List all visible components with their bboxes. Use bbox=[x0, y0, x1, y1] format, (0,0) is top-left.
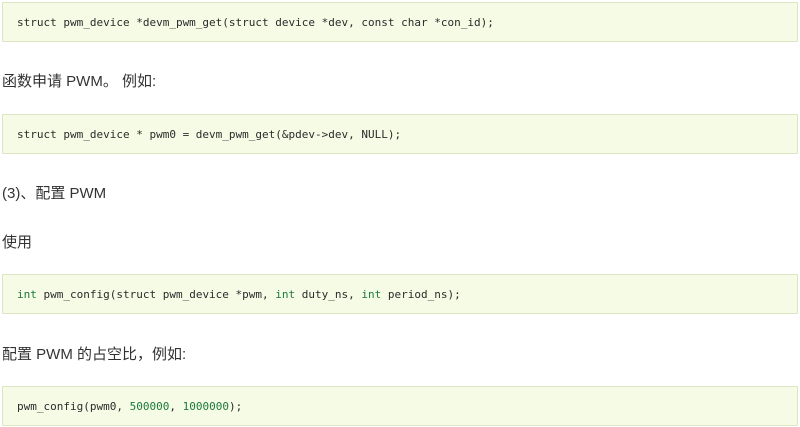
paragraph-use: 使用 bbox=[2, 234, 33, 251]
code-block-pwm-config-signature: int pwm_config(struct pwm_device *pwm, i… bbox=[2, 274, 798, 314]
code-line: pwm_config(pwm0, 500000, 1000000); bbox=[17, 400, 242, 413]
code-text: , bbox=[169, 399, 183, 413]
section-heading-configure-pwm: (3)、配置 PWM bbox=[2, 185, 107, 202]
code-text: duty_ns, bbox=[295, 287, 362, 301]
code-block-pwm-config-example: pwm_config(pwm0, 500000, 1000000); bbox=[2, 386, 798, 426]
paragraph-configure-duty-cycle: 配置 PWM 的占空比，例如: bbox=[2, 346, 187, 363]
code-block-devm-pwm-get-signature: struct pwm_device *devm_pwm_get(struct d… bbox=[2, 2, 798, 42]
paragraph-request-pwm: 函数申请 PWM。 例如: bbox=[2, 73, 157, 90]
keyword-int: int bbox=[17, 287, 37, 301]
code-line: struct pwm_device *devm_pwm_get(struct d… bbox=[17, 15, 494, 29]
code-block-devm-pwm-get-example: struct pwm_device * pwm0 = devm_pwm_get(… bbox=[2, 114, 798, 154]
code-text: pwm_config(struct pwm_device *pwm, bbox=[36, 287, 276, 301]
number-literal: 1000000 bbox=[182, 399, 229, 413]
code-line: struct pwm_device * pwm0 = devm_pwm_get(… bbox=[17, 127, 402, 141]
keyword-int: int bbox=[275, 287, 296, 301]
keyword-int: int bbox=[361, 287, 382, 301]
number-literal: 500000 bbox=[129, 399, 170, 413]
code-text: ); bbox=[228, 399, 243, 413]
code-text: period_ns); bbox=[381, 287, 461, 301]
code-text: pwm_config(pwm0, bbox=[17, 399, 130, 413]
code-line: int pwm_config(struct pwm_device *pwm, i… bbox=[17, 288, 461, 301]
